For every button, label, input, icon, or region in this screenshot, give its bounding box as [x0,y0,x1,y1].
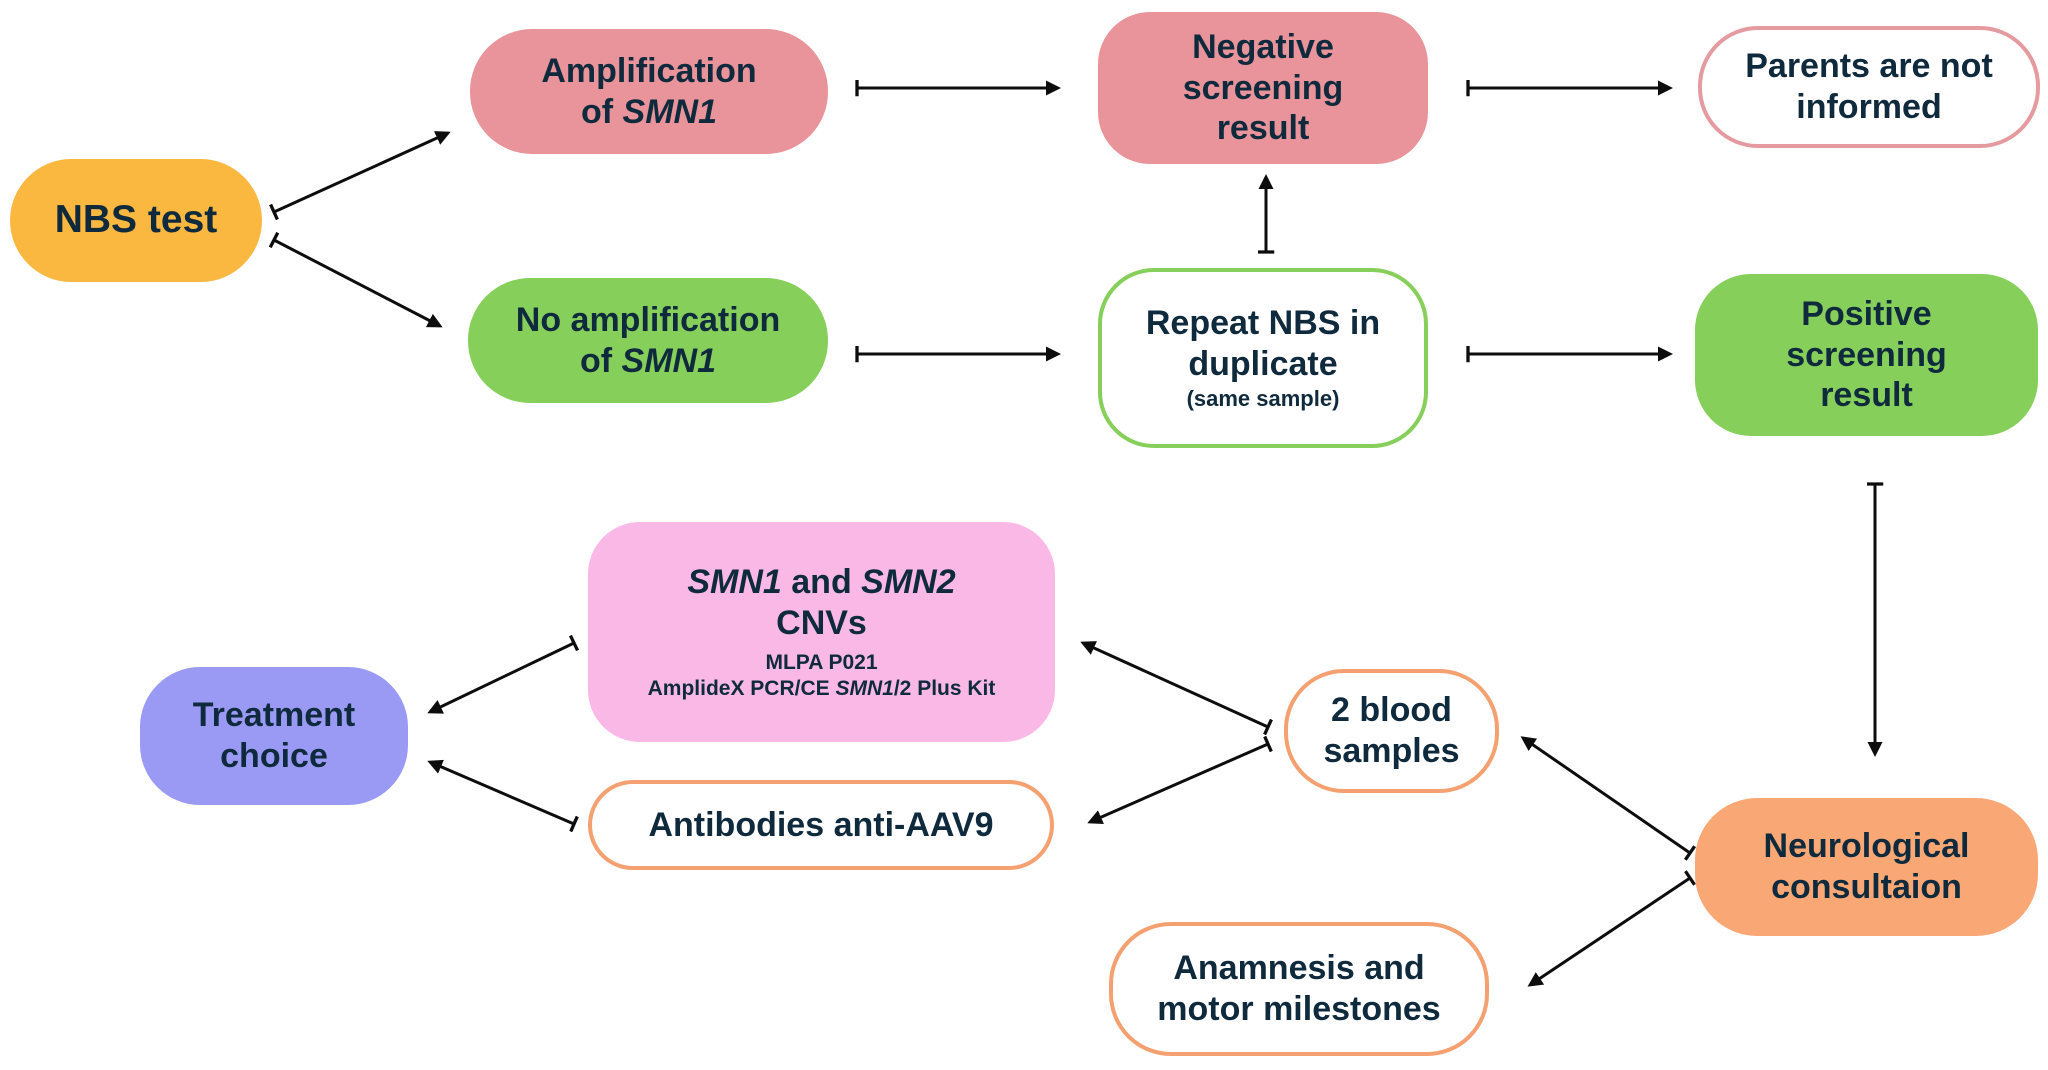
node-nbs-test: NBS test [10,159,262,282]
nbs-test-label: NBS test [54,198,218,242]
edge-nbs-to-amplification [269,131,451,221]
node-negative-result: Negative screening result [1098,12,1428,164]
node-anamnesis: Anamnesis and motor milestones [1109,922,1489,1056]
blood-line2: samples [1323,732,1460,770]
repeat-line2: duplicate [1188,344,1338,383]
gene-smn1: SMN1 [622,92,717,131]
amplification-line1: Amplification [541,51,757,90]
anamnesis-line1: Anamnesis and [1173,949,1425,988]
edge-antibodies-to-treatment [427,759,579,833]
edge-nbs-to-no-amplification [268,231,443,328]
repeat-line1: Repeat NBS in [1145,303,1381,342]
no-amplification-prefix: of [579,341,622,380]
node-parents-not-informed: Parents are not informed [1698,26,2040,148]
node-no-amplification: No amplification of SMN1 [468,278,828,403]
repeat-note: (same sample) [1186,385,1340,411]
treatment-line1: Treatment [192,696,356,735]
cnv-line1: SMN1 and SMN2 [687,562,955,603]
neuro-line1: Neurological [1763,827,1970,866]
edge-neurological-to-anamnesis [1527,870,1696,987]
node-treatment-choice: Treatment choice [140,667,408,805]
amplification-prefix: of [580,92,623,131]
gene-smn1: SMN1 [835,676,894,700]
positive-line2: screening [1786,335,1947,374]
positive-line1: Positive [1801,294,1932,333]
blood-line1: 2 blood [1331,691,1452,730]
node-neurological: Neurological consultaion [1695,798,2038,936]
edge-blood-to-antibodies [1087,735,1273,825]
method2-prefix: AmplideX PCR/CE [647,676,836,700]
gene-smn1: SMN1 [621,341,716,380]
cnv-method1: MLPA P021 [765,650,878,674]
edge-neurological-to-blood [1520,736,1697,861]
neuro-line2: consultaion [1771,868,1962,906]
anamnesis-line2: motor milestones [1157,990,1441,1028]
cnv-line2: CNVs [776,603,867,642]
node-blood-samples: 2 blood samples [1284,669,1499,793]
amplification-line2: of SMN1 [581,92,717,133]
cnv-method2: AmplideX PCR/CE SMN1/2 Plus Kit [648,675,996,702]
cnv-and: and [781,562,862,601]
antibodies-label: Antibodies anti-AAV9 [648,805,994,844]
edge-cnv-to-treatment [427,634,580,714]
method2-suffix: /2 Plus Kit [893,676,996,700]
node-cnv: SMN1 and SMN2 CNVs MLPA P021 AmplideX PC… [588,522,1055,742]
negative-line2: screening [1182,68,1344,107]
node-amplification: Amplification of SMN1 [470,29,828,154]
positive-line3: result [1820,376,1913,415]
gene-smn1: SMN1 [687,562,782,601]
parents-line1: Parents are not [1745,47,1993,86]
no-amplification-line1: No amplification [515,300,781,339]
node-positive-result: Positive screening result [1695,274,2038,436]
edge-blood-to-cnv [1080,641,1273,736]
no-amplification-line2: of SMN1 [580,341,716,382]
parents-line2: informed [1796,88,1942,126]
negative-line1: Negative [1192,27,1334,66]
gene-smn2: SMN2 [861,562,956,601]
negative-line3: result [1216,109,1310,148]
node-antibodies: Antibodies anti-AAV9 [588,780,1054,870]
node-repeat-nbs: Repeat NBS in duplicate (same sample) [1098,268,1428,448]
treatment-line2: choice [220,737,328,775]
